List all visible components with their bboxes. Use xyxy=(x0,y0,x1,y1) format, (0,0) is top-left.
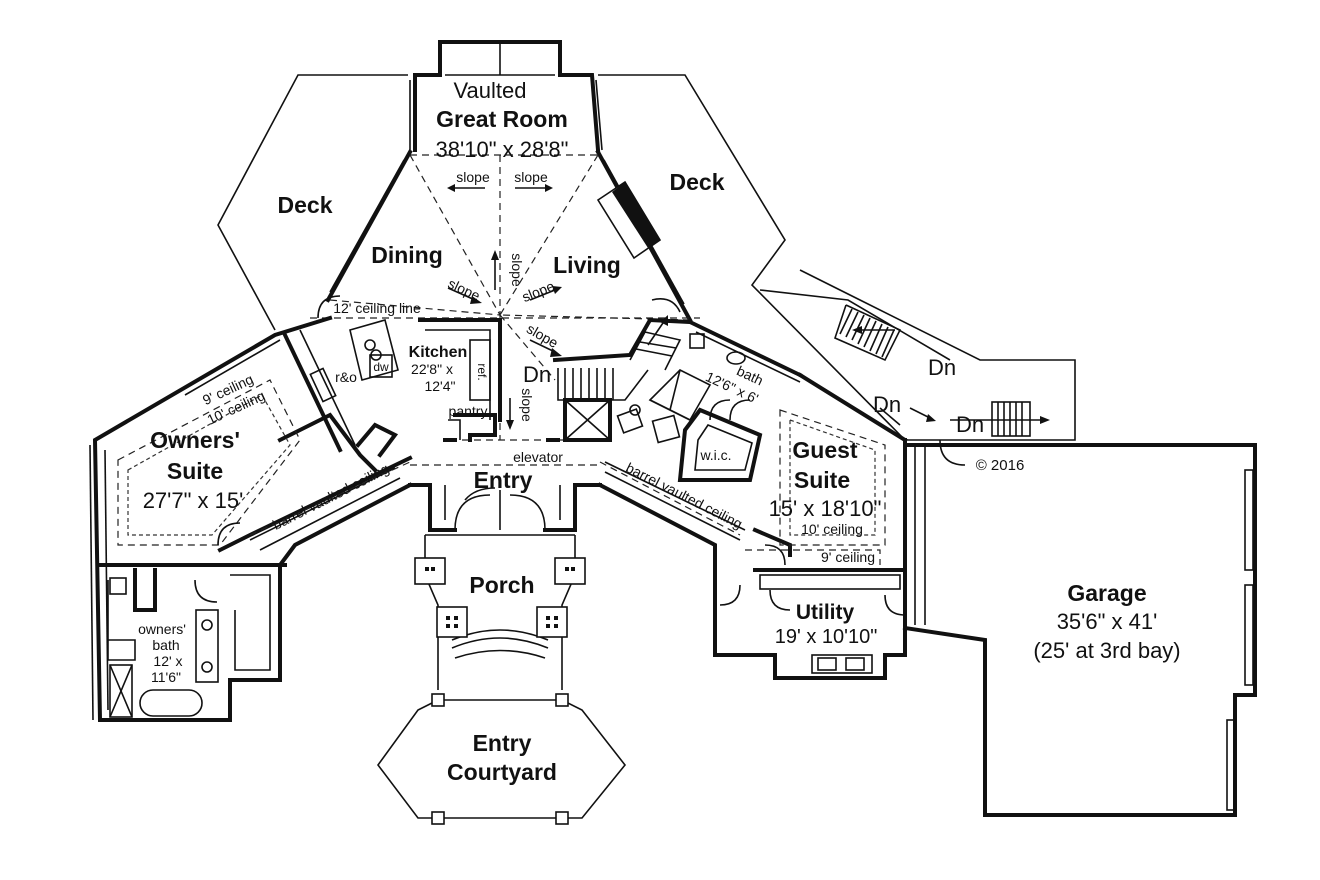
guest-suite-dim: 15' x 18'10" xyxy=(769,496,882,521)
deck-left-label: Deck xyxy=(278,192,333,218)
fireplace xyxy=(596,180,662,260)
slope-label-3: slope xyxy=(509,253,525,287)
garage-note: (25' at 3rd bay) xyxy=(1033,638,1180,663)
owners-suite-name-2: Suite xyxy=(167,458,223,484)
garage-label: Garage xyxy=(1067,580,1146,606)
owners-bath-3: 12' x xyxy=(153,653,182,669)
vault-lines xyxy=(310,154,700,441)
room-labels: Vaulted Great Room 38'10" x 28'8" Deck D… xyxy=(138,78,1181,785)
ceiling-line-label: 12' ceiling line xyxy=(333,300,421,316)
courtyard-label-1: Entry xyxy=(473,730,532,756)
owners-bath-4: 11'6" xyxy=(151,669,181,685)
porch-courtyard xyxy=(377,534,627,825)
copyright-label: © 2016 xyxy=(976,457,1025,474)
dn-label-stair: Dn xyxy=(523,362,551,387)
great-room-dim: 38'10" x 28'8" xyxy=(436,137,569,162)
deck-stairs xyxy=(834,304,1050,437)
deck-right-label: Deck xyxy=(670,169,725,195)
slope-arrows xyxy=(447,184,562,430)
guest-suite-name-1: Guest xyxy=(792,437,858,463)
barrel-left-label: barrel vaulted ceiling xyxy=(270,460,392,533)
exterior-walls xyxy=(89,315,1257,817)
kitchen-label: Kitchen xyxy=(409,344,468,361)
guest-suite-name-2: Suite xyxy=(794,467,850,493)
owners-bath-2: bath xyxy=(152,637,179,653)
courtyard-label-2: Courtyard xyxy=(447,759,557,785)
owners-suite-dim: 27'7" x 15' xyxy=(143,488,244,513)
utility-dim: 19' x 10'10" xyxy=(775,626,878,648)
elevator-label: elevator xyxy=(513,449,563,465)
entry-label: Entry xyxy=(474,467,533,493)
dining-label: Dining xyxy=(371,242,443,268)
kitchen-dim-1: 22'8" x xyxy=(411,361,453,377)
porch-label: Porch xyxy=(469,572,534,598)
garage-dim: 35'6" x 41' xyxy=(1057,609,1158,634)
dn-label-deck-2: Dn xyxy=(873,392,901,417)
deck-outlines xyxy=(217,74,1076,441)
dn-label-deck-1: Dn xyxy=(928,355,956,380)
dn-label-deck-3: Dn xyxy=(956,412,984,437)
slope-label-1: slope xyxy=(456,169,490,185)
slope-label-4: slope xyxy=(446,275,483,304)
dw-label: dw xyxy=(373,360,389,374)
owners-suite-name-1: Owners' xyxy=(150,427,240,453)
guest-ceiling-10: 10' ceiling xyxy=(801,521,863,537)
slope-label-2: slope xyxy=(514,169,548,185)
pantry-label: pantry xyxy=(449,403,488,419)
kitchen-dim-2: 12'4" xyxy=(424,378,455,394)
great-room-prefix: Vaulted xyxy=(454,78,527,103)
slope-label-7: slope xyxy=(519,388,535,422)
door-swings xyxy=(217,295,681,546)
ro-label: r&o xyxy=(335,369,357,385)
ceiling-outlines xyxy=(117,379,886,565)
guest-bath-fixtures xyxy=(616,319,908,482)
ref-label: ref. xyxy=(475,363,489,380)
utility-label: Utility xyxy=(796,601,855,624)
living-label: Living xyxy=(553,252,621,278)
wic-label: w.i.c. xyxy=(699,447,731,463)
guest-ceiling-9: 9' ceiling xyxy=(821,549,875,565)
kitchen-fixtures xyxy=(282,318,502,458)
great-room-name: Great Room xyxy=(436,106,568,132)
owners-bath-1: owners' xyxy=(138,621,186,637)
central-stair xyxy=(552,315,693,442)
